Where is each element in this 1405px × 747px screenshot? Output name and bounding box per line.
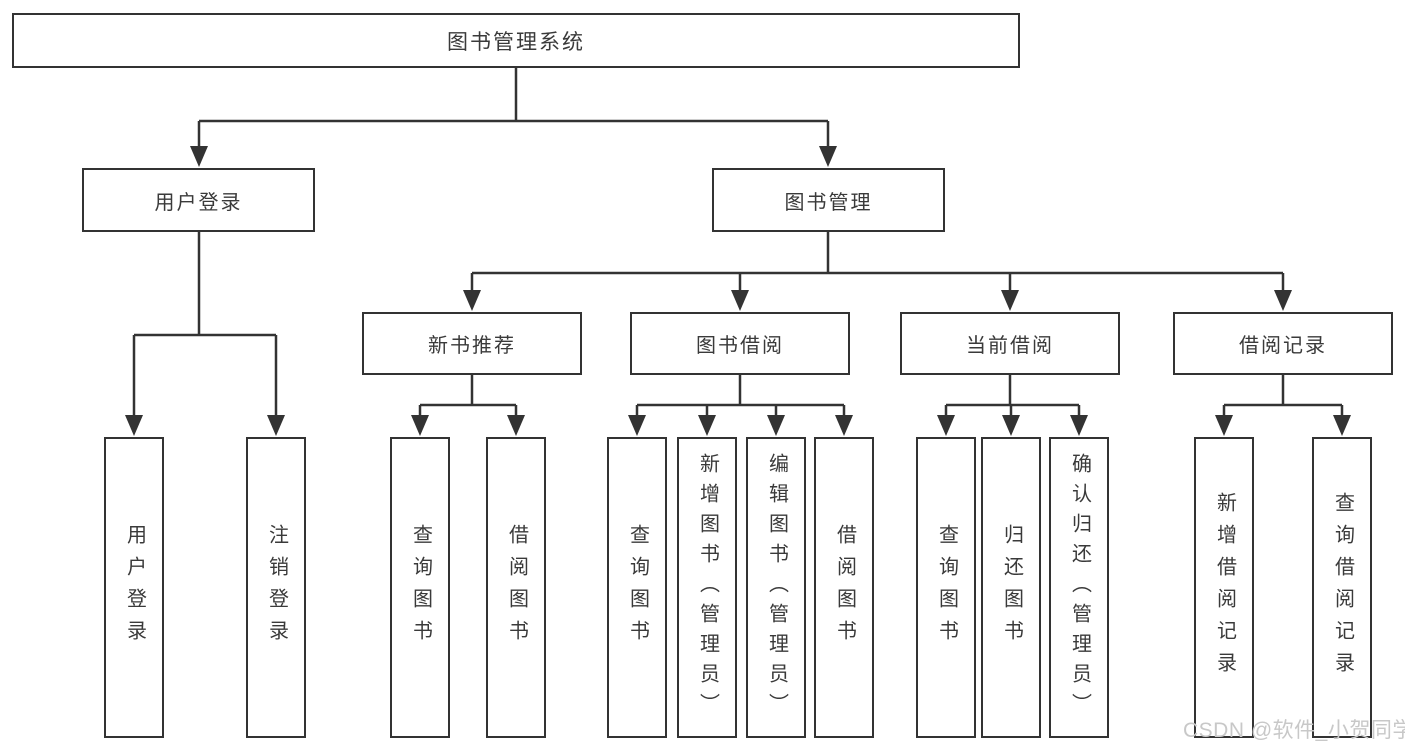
leaf-return-book-label: 归还图书 bbox=[1000, 523, 1023, 652]
leaf-confirm-return-admin: 确认归还（管理员） bbox=[1049, 437, 1109, 738]
leaf-user-login-label: 用户登录 bbox=[123, 523, 146, 652]
node-root-label: 图书管理系统 bbox=[447, 30, 585, 54]
leaf-edit-book-admin-label: 编辑图书（管理员） bbox=[765, 452, 788, 723]
csdn-watermark: CSDN @软件_小贺同学 bbox=[1183, 719, 1405, 742]
leaf-logout: 注销登录 bbox=[246, 437, 306, 738]
leaf-add-borrow-record-label: 新增借阅记录 bbox=[1213, 491, 1236, 684]
leaf-query-books-borrow-label: 查询图书 bbox=[626, 523, 649, 652]
connector-arrowheads bbox=[125, 146, 1351, 436]
node-book-management: 图书管理 bbox=[712, 168, 945, 232]
leaf-borrow-books-recommend-label: 借阅图书 bbox=[505, 523, 528, 652]
leaf-add-borrow-record: 新增借阅记录 bbox=[1194, 437, 1254, 738]
leaf-query-books-current-label: 查询图书 bbox=[935, 523, 958, 652]
leaf-query-books-recommend-label: 查询图书 bbox=[409, 523, 432, 652]
leaf-query-books-borrow: 查询图书 bbox=[607, 437, 667, 738]
node-book-management-label: 图书管理 bbox=[784, 191, 873, 214]
leaf-query-books-recommend: 查询图书 bbox=[390, 437, 450, 738]
leaf-borrow-books-recommend: 借阅图书 bbox=[486, 437, 546, 738]
leaf-query-books-current: 查询图书 bbox=[916, 437, 976, 738]
node-borrow-records: 借阅记录 bbox=[1173, 312, 1393, 375]
leaf-user-login: 用户登录 bbox=[104, 437, 164, 738]
node-current-borrow: 当前借阅 bbox=[900, 312, 1120, 375]
leaf-borrow-books: 借阅图书 bbox=[814, 437, 874, 738]
node-user-login: 用户登录 bbox=[82, 168, 315, 232]
leaf-return-book: 归还图书 bbox=[981, 437, 1041, 738]
node-current-borrow-label: 当前借阅 bbox=[966, 335, 1054, 357]
node-root: 图书管理系统 bbox=[12, 13, 1020, 68]
leaf-add-book-admin-label: 新增图书（管理员） bbox=[696, 452, 719, 723]
node-new-book-recommend: 新书推荐 bbox=[362, 312, 582, 375]
leaf-confirm-return-admin-label: 确认归还（管理员） bbox=[1068, 452, 1091, 723]
leaf-query-borrow-record-label: 查询借阅记录 bbox=[1331, 491, 1354, 684]
leaf-borrow-books-label: 借阅图书 bbox=[833, 523, 856, 652]
node-new-book-recommend-label: 新书推荐 bbox=[428, 335, 516, 357]
node-user-login-label: 用户登录 bbox=[154, 191, 243, 214]
leaf-add-book-admin: 新增图书（管理员） bbox=[677, 437, 737, 738]
leaf-edit-book-admin: 编辑图书（管理员） bbox=[746, 437, 806, 738]
leaf-logout-label: 注销登录 bbox=[265, 523, 288, 652]
node-borrow-records-label: 借阅记录 bbox=[1239, 335, 1327, 357]
node-book-borrow-label: 图书借阅 bbox=[696, 335, 784, 357]
node-book-borrow: 图书借阅 bbox=[630, 312, 850, 375]
leaf-query-borrow-record: 查询借阅记录 bbox=[1312, 437, 1372, 738]
